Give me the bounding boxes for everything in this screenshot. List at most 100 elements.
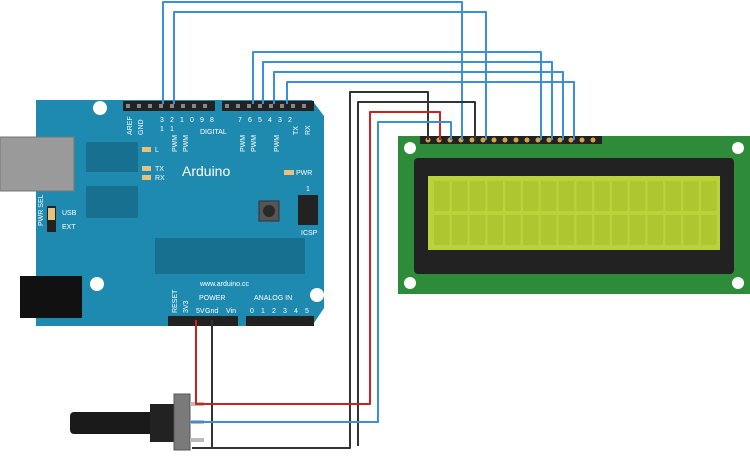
digital-label: DIGITAL: [200, 129, 227, 136]
lcd-mounting-hole: [404, 277, 416, 289]
lcd-character-cell: [665, 215, 681, 245]
pwr-sel-label: PWR SEL: [38, 194, 45, 226]
lcd-pin: [557, 137, 563, 143]
lcd-pin: [535, 137, 541, 143]
lcd-pin: [502, 137, 508, 143]
aref-label: AREF: [127, 116, 134, 135]
header-pin: [203, 104, 207, 108]
lcd-character-cell: [540, 215, 557, 245]
pot-knob: [70, 412, 162, 434]
lcd-character-cell: [505, 181, 521, 211]
lcd-pin: [491, 137, 497, 143]
header-pin: [302, 104, 306, 108]
pwm-label: PWM: [274, 135, 281, 152]
lcd-character-cell: [434, 181, 450, 211]
digital-pin-number: 1: [160, 126, 164, 133]
lcd-pin: [590, 137, 596, 143]
header-pin: [291, 104, 295, 108]
wire-vo: [190, 121, 452, 423]
led-rx: [142, 175, 151, 180]
lcd-character-cell: [629, 181, 646, 211]
lcd-character-cell: [523, 215, 539, 245]
analog-pin-number: 3: [283, 308, 287, 315]
potentiometer: [70, 393, 204, 451]
lcd-character-cell: [558, 181, 575, 211]
analog-pin-number: 2: [272, 308, 276, 315]
ext-label: EXT: [62, 224, 76, 231]
pwm-label: PWM: [183, 135, 190, 152]
pwm-label: PWM: [172, 135, 179, 152]
icsp-header: [298, 195, 318, 225]
arduino-board: DIGITAL AREF GND TX RX PWM PWM PWM PWM P…: [0, 100, 324, 326]
lcd-character-cell: [576, 215, 592, 245]
v3-label: 3V3: [183, 300, 190, 313]
lcd-pin-label: D4: [539, 124, 546, 133]
lcd-pin-label: D5: [550, 124, 557, 133]
lcd-character-cell: [469, 215, 486, 245]
lcd-character-cell: [434, 215, 450, 245]
lcd-character-cell: [594, 215, 610, 245]
reset-label: RESET: [172, 289, 179, 313]
header-pin: [269, 104, 273, 108]
lcd-character-cell: [612, 215, 628, 245]
header-pin: [225, 104, 229, 108]
pwm-label: PWM: [251, 135, 258, 152]
digital-pin-number: 1: [170, 126, 174, 133]
wire-rw-gnd: [357, 101, 476, 446]
wire-e: [173, 11, 487, 140]
lcd-mounting-hole: [732, 277, 744, 289]
lcd-character-cell: [594, 181, 610, 211]
analog-pin-number: 1: [261, 308, 265, 315]
icsp-pin-label: 1: [306, 186, 310, 193]
v5-label: 5V: [196, 308, 205, 315]
lcd-character-cell: [683, 215, 699, 245]
wire-5v-pot: [195, 111, 441, 405]
mounting-hole: [93, 101, 107, 115]
digital-header-a: [123, 101, 215, 111]
header-pin: [258, 104, 262, 108]
gnd-label: GND: [138, 119, 145, 135]
header-pin: [148, 104, 152, 108]
header-pin: [181, 104, 185, 108]
header-pin: [192, 104, 196, 108]
lcd-pin-label: Gnd: [426, 120, 433, 133]
lcd-character-cell: [701, 215, 717, 245]
pot-shaft: [150, 404, 174, 442]
rx-label: RX: [305, 125, 312, 135]
lcd-pin: [524, 137, 530, 143]
header-pin: [247, 104, 251, 108]
digital-header-b: [222, 101, 314, 111]
lcd-character-cell: [540, 181, 557, 211]
lcd-character-cell: [576, 181, 592, 211]
pwr-sel-jumper-cap: [48, 208, 55, 220]
wire-d4: [252, 51, 542, 140]
board-panel: [86, 186, 138, 218]
led-l-label: L: [155, 147, 159, 154]
lcd-character-cell: [487, 215, 503, 245]
digital-pin-number: 6: [248, 117, 252, 124]
usb-connector: [0, 136, 75, 192]
arduino-url: www.arduino.cc: [199, 281, 250, 288]
lcd-pin-label: E: [484, 128, 491, 133]
lcd-mounting-hole: [404, 142, 416, 154]
analog-pin-number: 5: [305, 308, 309, 315]
analog-label: ANALOG IN: [254, 295, 292, 302]
led-tx: [142, 166, 151, 171]
lcd-character-cell: [701, 181, 717, 211]
usb-label: USB: [62, 210, 77, 217]
lcd-pin: [513, 137, 519, 143]
board-panel: [86, 142, 138, 172]
board-panel: [155, 238, 305, 274]
led-l: [142, 147, 151, 152]
lcd-character-cell: [612, 181, 628, 211]
pwr-led: [284, 170, 294, 175]
digital-pin-number: 9: [200, 117, 204, 124]
lcd-pin-label: R/W: [473, 119, 480, 133]
lcd-character-cell: [665, 181, 681, 211]
power-gnd-label: Gnd: [205, 308, 218, 315]
lcd-pin-label: Vcc: [438, 121, 445, 133]
lcd-character-grid: [434, 181, 717, 245]
lcd-pin-label: D7: [572, 124, 579, 133]
power-jack: [20, 276, 82, 318]
